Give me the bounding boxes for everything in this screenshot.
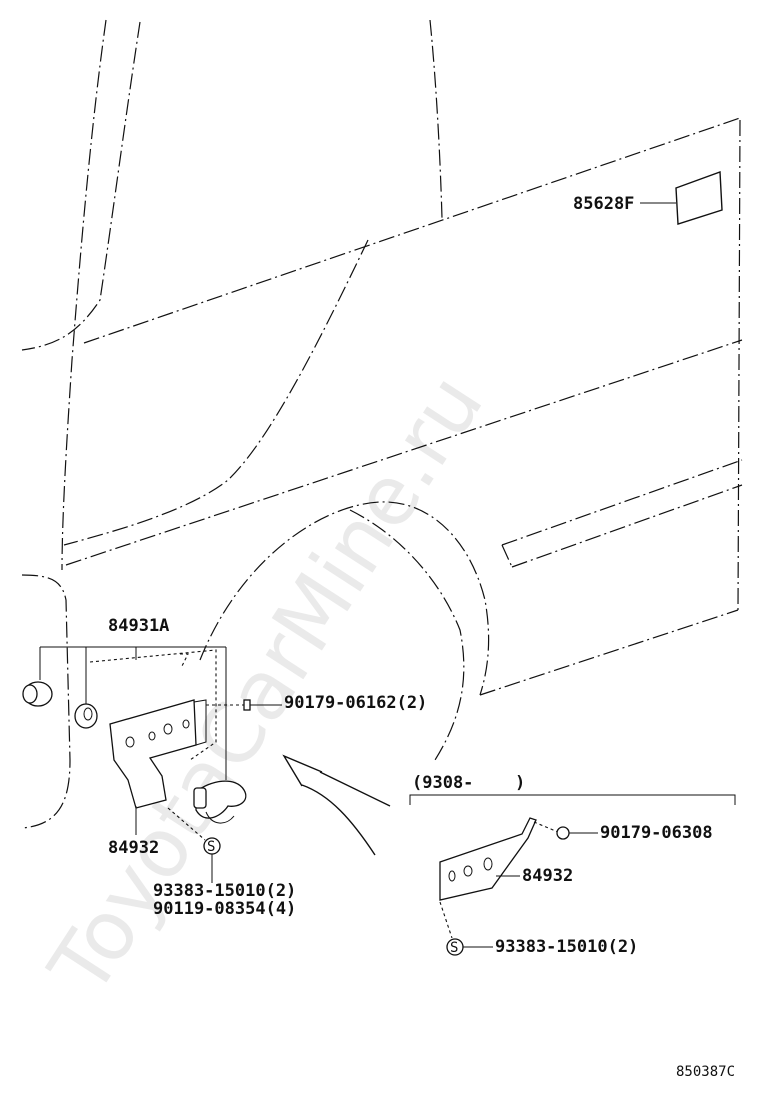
bracket-left-callout: 84932 [108, 838, 159, 858]
bracket-left [109, 699, 197, 809]
body-outline [21, 19, 743, 829]
revision-subview: (9308- ) 84932 90179-06308 S 93383-15010… [409, 773, 736, 957]
bolt-upper [243, 699, 251, 711]
bracket-right [439, 817, 537, 901]
nut-right [556, 826, 570, 840]
screw-left-letter: S [207, 839, 215, 855]
bolt-upper-callout: 90179-06162(2) [284, 693, 427, 713]
screw-right-letter: S [450, 940, 458, 956]
emblem-callout: 85628F [573, 194, 634, 214]
emblem-85628f: 85628F [573, 171, 723, 225]
harness-plug [195, 780, 247, 819]
screw-right-callout: 93383-15010(2) [495, 937, 638, 957]
range-close: ) [515, 773, 525, 793]
figure-code: 850387C [676, 1064, 735, 1080]
screw-left-2-callout: 90119-08354(4) [153, 899, 296, 919]
view-arrow [282, 754, 391, 856]
lamp-assy-callout: 84931A [108, 616, 169, 636]
bulb [74, 703, 98, 729]
screw-left-callout: 93383-15010(2) [153, 881, 296, 901]
range-label: (9308- [412, 773, 473, 793]
bracket-right-callout: 84932 [522, 866, 573, 886]
lamp-assembly-left: 84931A 90179-06162(2) 84932 [22, 616, 427, 919]
nut-right-callout: 90179-06308 [600, 823, 713, 843]
